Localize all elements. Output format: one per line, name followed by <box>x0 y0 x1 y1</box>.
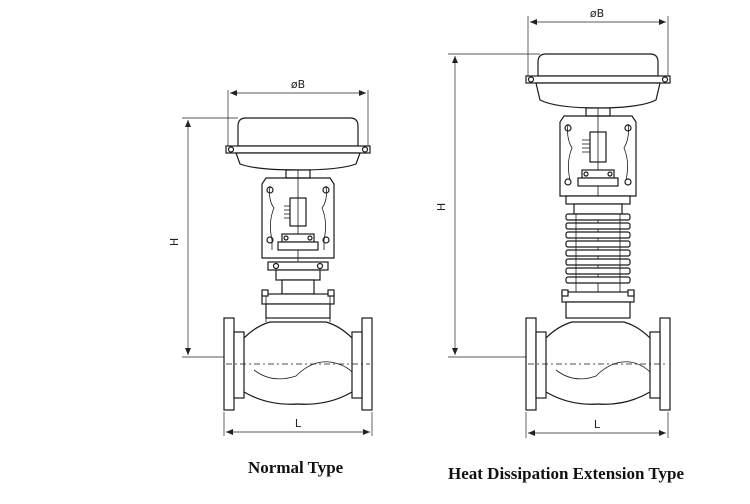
normal-height-dimension: H <box>168 117 238 358</box>
normal-body <box>223 317 373 411</box>
extension-type-caption: Heat Dissipation Extension Type <box>448 464 684 483</box>
normal-type-caption: Normal Type <box>248 458 344 477</box>
extension-bonnet <box>561 289 635 319</box>
extension-diameter-label: øB <box>590 7 604 20</box>
normal-yoke <box>261 169 335 290</box>
extension-actuator <box>525 53 671 109</box>
normal-bonnet <box>261 279 335 322</box>
normal-length-label: L <box>295 417 302 430</box>
extension-diameter-dimension: øB <box>527 7 669 78</box>
extension-body <box>525 317 671 411</box>
normal-actuator <box>225 117 371 171</box>
normal-diameter-dimension: øB <box>227 78 369 150</box>
normal-height-label: H <box>168 238 181 246</box>
normal-length-dimension: L <box>223 412 373 436</box>
extension-type-valve: øB H L <box>435 7 671 438</box>
extension-yoke <box>559 107 637 296</box>
extension-length-label: L <box>594 418 601 431</box>
extension-cooling-fins <box>565 203 631 292</box>
normal-type-valve: øB H L <box>168 78 373 436</box>
extension-length-dimension: L <box>525 412 669 438</box>
extension-height-dimension: H <box>435 53 540 358</box>
extension-height-label: H <box>435 203 448 211</box>
normal-diameter-label: øB <box>291 78 305 91</box>
